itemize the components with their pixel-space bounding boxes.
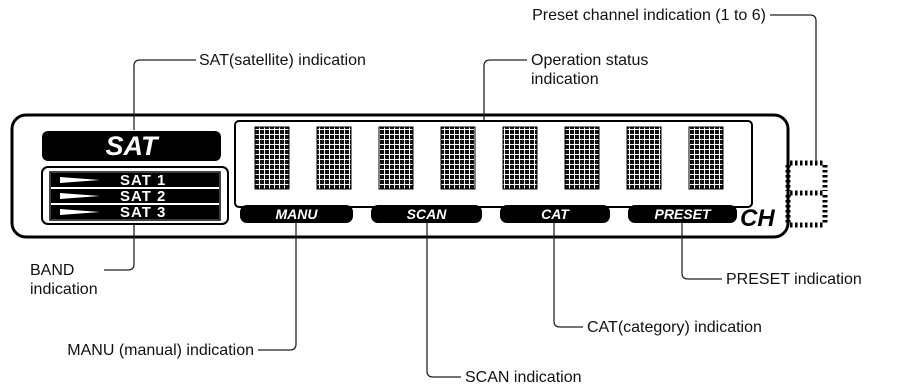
matrix-cell [688,126,724,190]
arrow-icon [60,209,100,215]
matrix-cell [440,126,476,190]
matrix-cell [626,126,662,190]
matrix-cell [254,126,290,190]
band-item-label: SAT 1 [120,172,166,189]
band-item-label: SAT 3 [120,204,166,221]
sat-indicator-label: SAT [106,131,161,161]
operation-status-callout-line2: indication [531,71,599,88]
cat-indicator: CAT [500,205,610,223]
matrix-cell [316,126,352,190]
band-item-label: SAT 2 [120,188,166,205]
matrix-cell [564,126,600,190]
manu-indicator: MANU [240,205,353,223]
operation-status-callout-line1: Operation status [531,52,649,69]
scan-indicator: SCAN [371,205,482,223]
band-callout-line1: BAND [30,262,75,279]
preset-channel-digit [785,160,828,228]
band-item-sat-3: SAT 3 [51,204,219,221]
band-callout: BAND indication [30,261,98,299]
band-item-sat-1: SAT 1 [51,172,219,189]
operation-status-matrix [254,126,724,190]
matrix-cell [502,126,538,190]
arrow-icon [60,193,100,199]
sat-callout: SAT(satellite) indication [199,52,366,69]
preset-callout: PRESET indication [726,271,862,288]
operation-status-callout: Operation status indication [531,51,648,89]
operation-status-area [234,120,753,208]
leader-lines [104,14,817,378]
scan-callout: SCAN indication [465,369,582,386]
mode-indicators: MANU SCAN CAT PRESET [240,205,737,223]
band-callout-line2: indication [30,281,98,298]
cat-indicator-label: CAT [541,206,570,222]
band-item-sat-2: SAT 2 [51,188,219,205]
preset-indicator-label: PRESET [654,206,711,222]
ch-label: CH [740,205,775,232]
cat-callout: CAT(category) indication [587,319,762,336]
manu-callout: MANU (manual) indication [67,342,254,359]
preset-indicator: PRESET [628,205,737,223]
manu-indicator-label: MANU [276,206,319,222]
scan-indicator-label: SCAN [407,206,448,222]
matrix-cell [378,126,414,190]
sat-indicator: SAT [42,131,221,161]
preset-channel-callout: Preset channel indication (1 to 6) [532,7,766,24]
arrow-icon [60,177,100,183]
